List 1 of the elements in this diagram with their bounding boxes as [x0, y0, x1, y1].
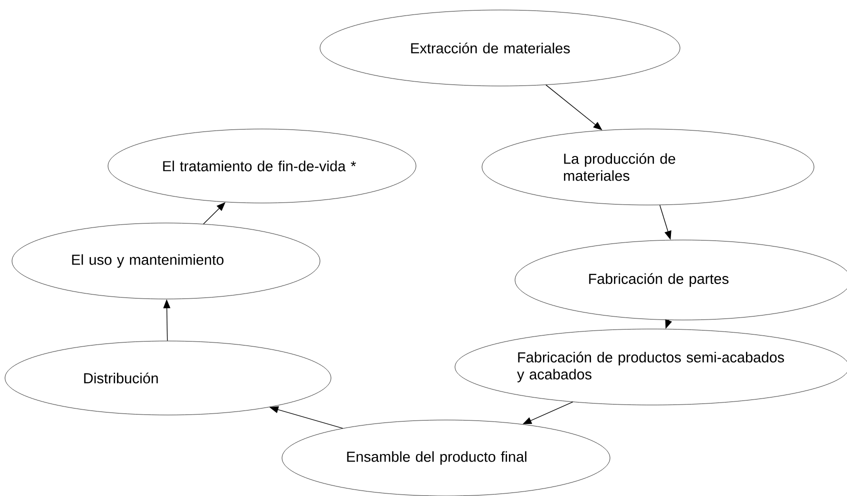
- arrow: [203, 202, 226, 224]
